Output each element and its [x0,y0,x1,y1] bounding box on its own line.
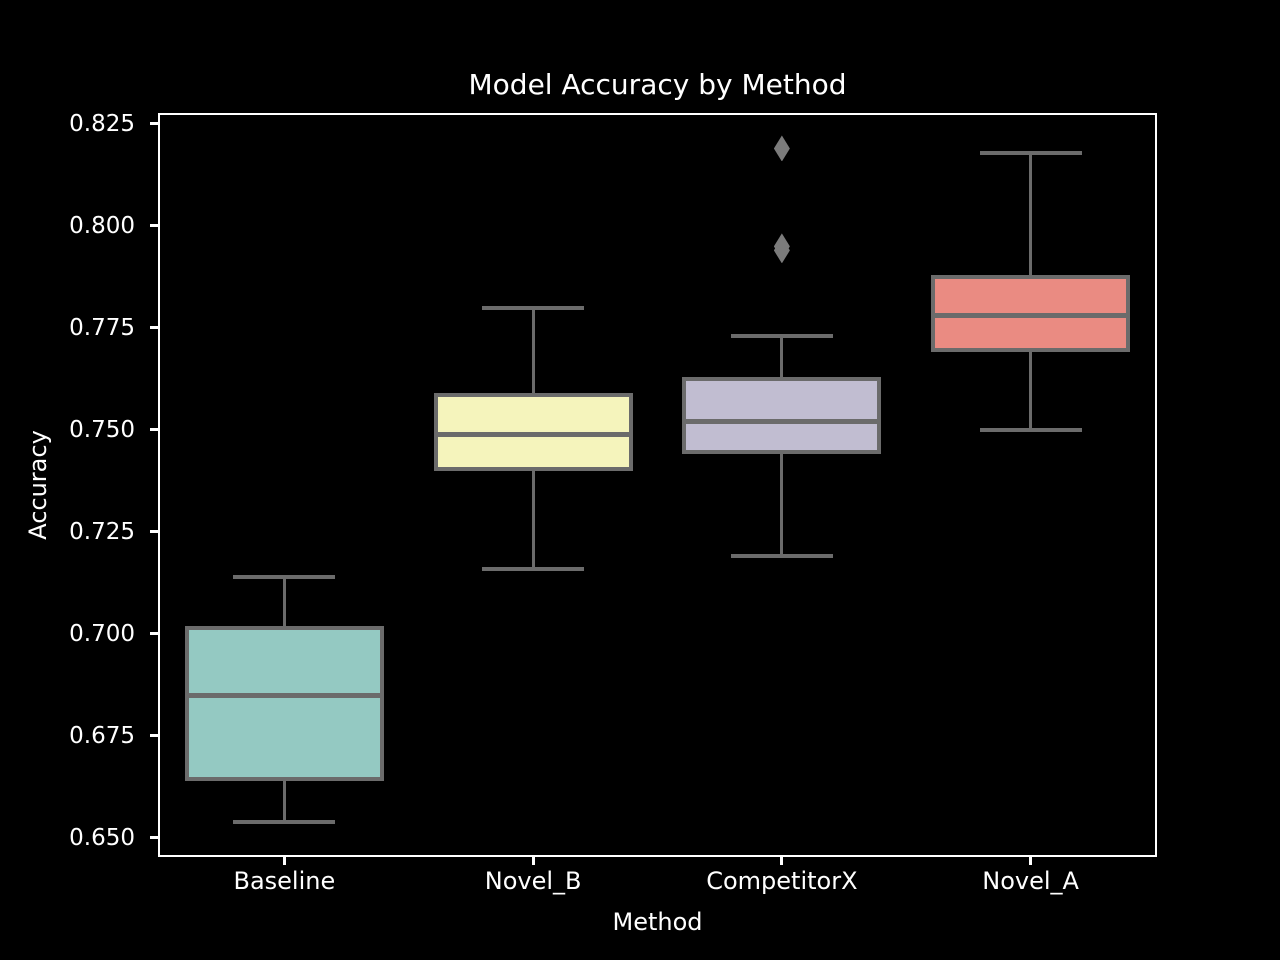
y-tick-mark [150,632,158,636]
x-tick-label-novel_b: Novel_B [484,867,582,895]
whisker-cap-upper [482,305,585,310]
x-tick-label-competitorx: CompetitorX [706,867,858,895]
y-tick-mark [150,428,158,432]
whisker-cap-upper [979,150,1082,155]
y-tick-label: 0.750 [69,416,135,443]
whisker-cap-lower [482,566,585,571]
whisker-upper [531,307,535,394]
outlier-diamond [773,135,790,162]
x-tick-mark [1029,857,1033,865]
whisker-upper [780,336,784,377]
y-tick-mark [150,836,158,840]
whisker-upper [1029,152,1033,275]
box-competitorx [682,376,882,455]
outlier-diamond [773,233,790,260]
y-tick-label: 0.725 [69,518,135,545]
y-tick-mark [150,326,158,330]
x-axis-label: Method [612,908,703,936]
box-baseline [184,625,384,781]
y-tick-mark [150,224,158,228]
y-tick-mark [150,734,158,738]
x-tick-mark [531,857,535,865]
whisker-cap-lower [730,554,833,559]
whisker-lower [282,780,286,822]
median-line [931,313,1131,319]
whisker-lower [1029,352,1033,430]
y-tick-label: 0.775 [69,314,135,341]
chart-title: Model Accuracy by Method [468,68,847,101]
y-tick-label: 0.700 [69,620,135,647]
whisker-cap-lower [233,819,336,824]
y-tick-mark [150,122,158,126]
whisker-upper [282,576,286,626]
x-tick-label-baseline: Baseline [233,867,336,895]
whisker-cap-lower [979,427,1082,432]
y-tick-label: 0.650 [69,824,135,851]
y-tick-label: 0.800 [69,212,135,239]
plot-area: 0.650 0.675 0.700 0.725 0.750 0.775 0.800 0.825… [69,111,1157,895]
whisker-lower [780,454,784,557]
y-tick-label: 0.675 [69,722,135,749]
median-line [682,419,882,425]
whisker-lower [531,470,535,569]
x-tick-mark [780,857,784,865]
y-tick-mark [150,530,158,534]
whisker-cap-upper [730,334,833,339]
whisker-cap-upper [233,574,336,579]
median-line [184,692,384,698]
y-tick-label: 0.825 [69,110,135,137]
x-tick-mark [282,857,286,865]
x-tick-label-novel_a: Novel_A [982,867,1079,895]
median-line [433,431,633,437]
